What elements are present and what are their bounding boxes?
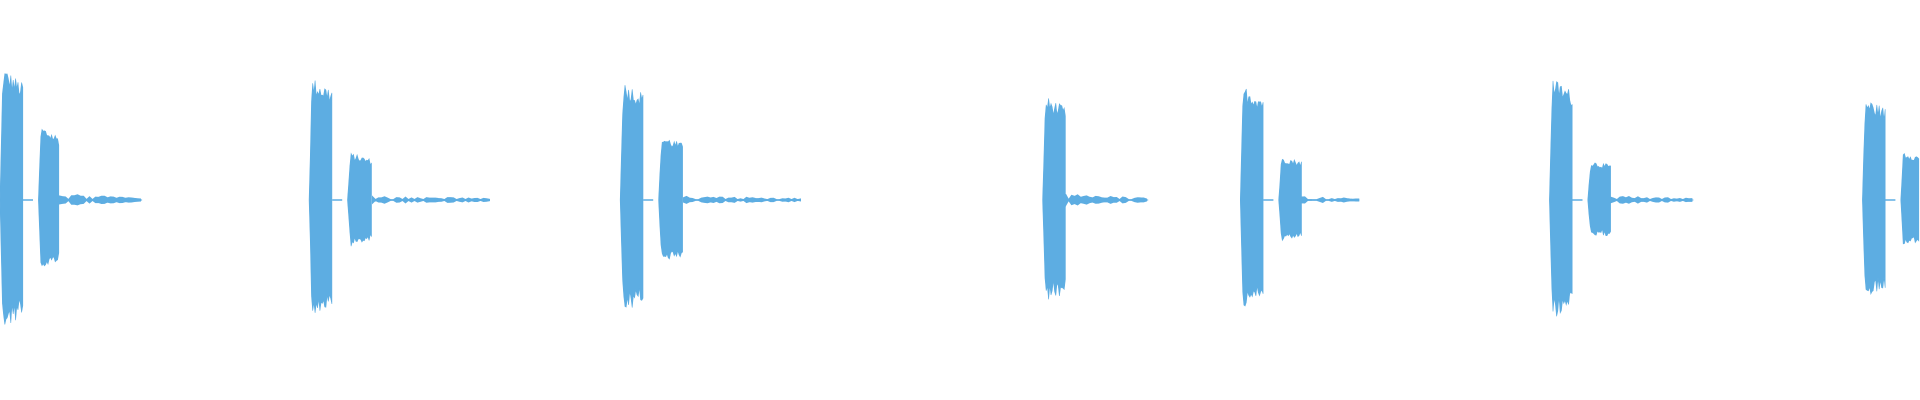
waveform-burst-7a [1862, 102, 1886, 295]
waveform-burst-3a [619, 85, 644, 308]
waveform-burst-2a [308, 80, 333, 313]
waveform-burst-5b [1278, 158, 1302, 242]
waveform-burst-4a [1042, 98, 1066, 300]
waveform-burst-6a [1549, 80, 1573, 317]
waveform-burst-6b [1587, 162, 1611, 237]
waveform-burst-7b [1900, 153, 1920, 245]
waveform-burst-5a [1240, 88, 1264, 307]
waveform-burst-2b [347, 152, 372, 247]
waveform-segments [0, 73, 1920, 325]
waveform-burst-1a [0, 73, 24, 325]
waveform-burst-3b [658, 139, 683, 260]
waveform-burst-1b [38, 128, 60, 267]
